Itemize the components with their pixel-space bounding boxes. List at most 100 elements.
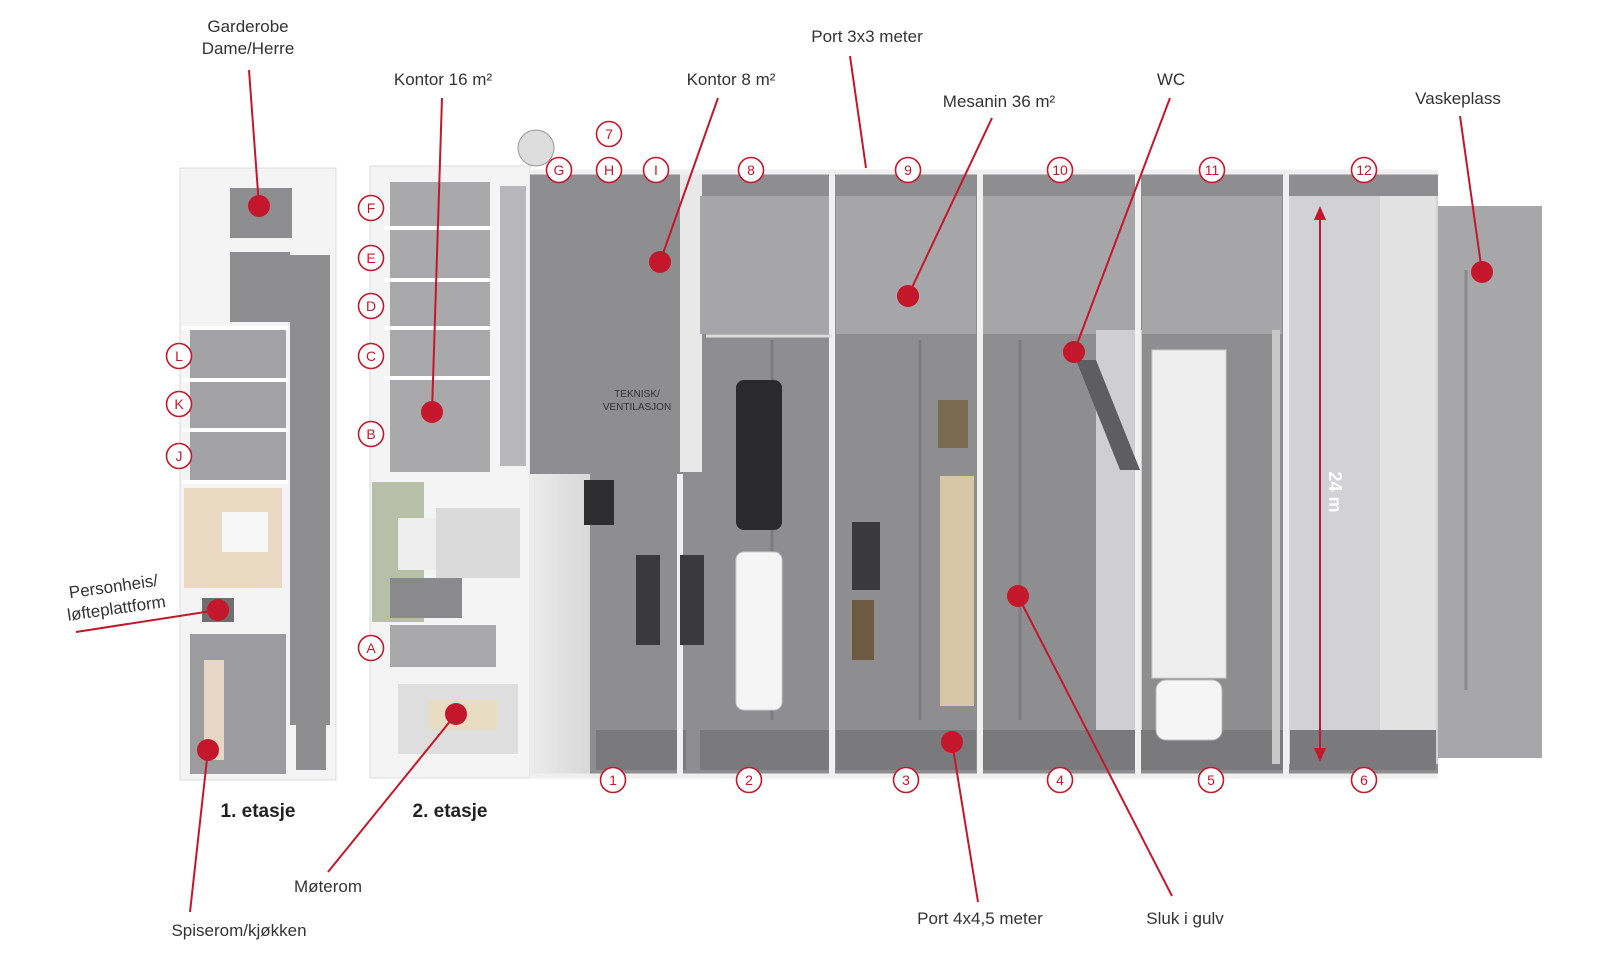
- floor2-office-D: D: [357, 292, 385, 320]
- floor1-office-J-ring: [165, 442, 193, 470]
- top-unit-8: 8: [737, 156, 765, 184]
- floor2-office-B-ring: [357, 420, 385, 448]
- label-garderobe-line2: Dame/Herre: [201, 39, 295, 58]
- leader-lines: [75, 55, 1483, 913]
- floor-2-title: 2. etasje: [412, 801, 488, 822]
- bottom-unit-6-ring: [1350, 766, 1378, 794]
- top-unit-10-ring: [1046, 156, 1074, 184]
- bottom-unit-3-ring: [892, 766, 920, 794]
- small-office-I-text: I: [654, 162, 658, 178]
- floor2-office-B: B: [357, 420, 385, 448]
- floor2-office-C: C: [357, 342, 385, 370]
- bottom-unit-2-text: 2: [745, 772, 753, 788]
- floor-1-title: 1. etasje: [220, 801, 296, 822]
- floor1-office-K-text: K: [174, 396, 184, 412]
- top-unit-10: 10: [1046, 156, 1074, 184]
- label-kontor16: Kontor 16 m²: [393, 70, 493, 89]
- bottom-unit-3-text: 3: [902, 772, 910, 788]
- floor-1-building: [179, 167, 337, 781]
- label-garderobe-line1: Garderobe: [207, 17, 289, 36]
- top-unit-12: 12: [1350, 156, 1378, 184]
- small-office-I: I: [642, 156, 670, 184]
- top-unit-8-text: 8: [747, 162, 755, 178]
- label-teknisk: TEKNISK/ VENTILASJON: [592, 388, 682, 414]
- top-unit-9: 9: [894, 156, 922, 184]
- unit-marker-7: 7: [595, 120, 623, 148]
- bottom-unit-2: 2: [735, 766, 763, 794]
- top-unit-12-text: 12: [1356, 162, 1372, 178]
- bottom-unit-4-ring: [1046, 766, 1074, 794]
- floor1-office-L-text: L: [175, 348, 183, 364]
- bottom-unit-4-text: 4: [1056, 772, 1064, 788]
- bottom-unit-3: 3: [892, 766, 920, 794]
- small-office-G-text: G: [554, 162, 565, 178]
- unit-marker-7-text: 7: [605, 126, 613, 142]
- dimension-24m: [1314, 206, 1326, 762]
- label-wc: WC: [1156, 70, 1186, 89]
- floor1-office-L-ring: [165, 342, 193, 370]
- label-port3x3: Port 3x3 meter: [811, 27, 923, 46]
- floor2-office-D-text: D: [366, 298, 376, 314]
- floor-2-building: [369, 165, 531, 779]
- floor2-office-B-text: B: [366, 426, 375, 442]
- top-unit-11: 11: [1198, 156, 1226, 184]
- floor2-office-E-ring: [357, 244, 385, 272]
- floor1-office-L: L: [165, 342, 193, 370]
- top-unit-8-ring: [737, 156, 765, 184]
- floor1-office-J-text: J: [176, 448, 183, 464]
- label-mesanin: Mesanin 36 m²: [942, 92, 1056, 111]
- label-kontor8: Kontor 8 m²: [686, 70, 776, 89]
- small-office-G: G: [545, 156, 573, 184]
- label-garderobe: Garderobe Dame/Herre: [188, 16, 308, 60]
- small-office-G-ring: [545, 156, 573, 184]
- bottom-unit-6-text: 6: [1360, 772, 1368, 788]
- label-sluk: Sluk i gulv: [1146, 909, 1224, 928]
- label-spiserom: Spiserom/kjøkken: [171, 921, 307, 940]
- floor1-office-K-ring: [165, 390, 193, 418]
- floor2-office-C-text: C: [366, 348, 376, 364]
- floor2-office-A-ring: [357, 634, 385, 662]
- floor2-office-F: F: [357, 194, 385, 222]
- wash-bay: [1438, 206, 1542, 758]
- floor1-office-J: J: [165, 442, 193, 470]
- label-moterom: Møterom: [294, 877, 362, 896]
- floor2-office-A-text: A: [366, 640, 376, 656]
- bottom-unit-2-ring: [735, 766, 763, 794]
- unit-marker-7-ring: [595, 120, 623, 148]
- bottom-unit-4: 4: [1046, 766, 1074, 794]
- markers-dots: [197, 195, 1493, 761]
- top-unit-11-ring: [1198, 156, 1226, 184]
- bottom-unit-5-text: 5: [1207, 772, 1215, 788]
- floor2-office-D-ring: [357, 292, 385, 320]
- floor2-office-F-text: F: [367, 200, 376, 216]
- label-teknisk-line2: VENTILASJON: [602, 402, 672, 413]
- bottom-unit-1: 1: [599, 766, 627, 794]
- bottom-unit-5: 5: [1197, 766, 1225, 794]
- small-office-H-ring: [595, 156, 623, 184]
- floor2-office-E-text: E: [366, 250, 375, 266]
- small-office-H-text: H: [604, 162, 614, 178]
- bottom-unit-5-ring: [1197, 766, 1225, 794]
- top-unit-9-text: 9: [904, 162, 912, 178]
- top-unit-12-ring: [1350, 156, 1378, 184]
- small-office-I-ring: [642, 156, 670, 184]
- warehouse-hall: [530, 169, 1438, 779]
- floor2-office-F-ring: [357, 194, 385, 222]
- bottom-unit-6: 6: [1350, 766, 1378, 794]
- label-port4x45: Port 4x4,5 meter: [917, 909, 1043, 928]
- top-unit-9-ring: [894, 156, 922, 184]
- small-office-H: H: [595, 156, 623, 184]
- floor2-office-E: E: [357, 244, 385, 272]
- dimension-label: 24 m: [1325, 471, 1345, 513]
- bottom-unit-1-text: 1: [609, 772, 617, 788]
- bottom-unit-1-ring: [599, 766, 627, 794]
- label-teknisk-line1: TEKNISK/: [614, 389, 660, 400]
- floor2-office-C-ring: [357, 342, 385, 370]
- top-unit-11-text: 11: [1205, 162, 1220, 178]
- floor1-office-K: K: [165, 390, 193, 418]
- floor2-office-A: A: [357, 634, 385, 662]
- top-unit-10-text: 10: [1052, 162, 1068, 178]
